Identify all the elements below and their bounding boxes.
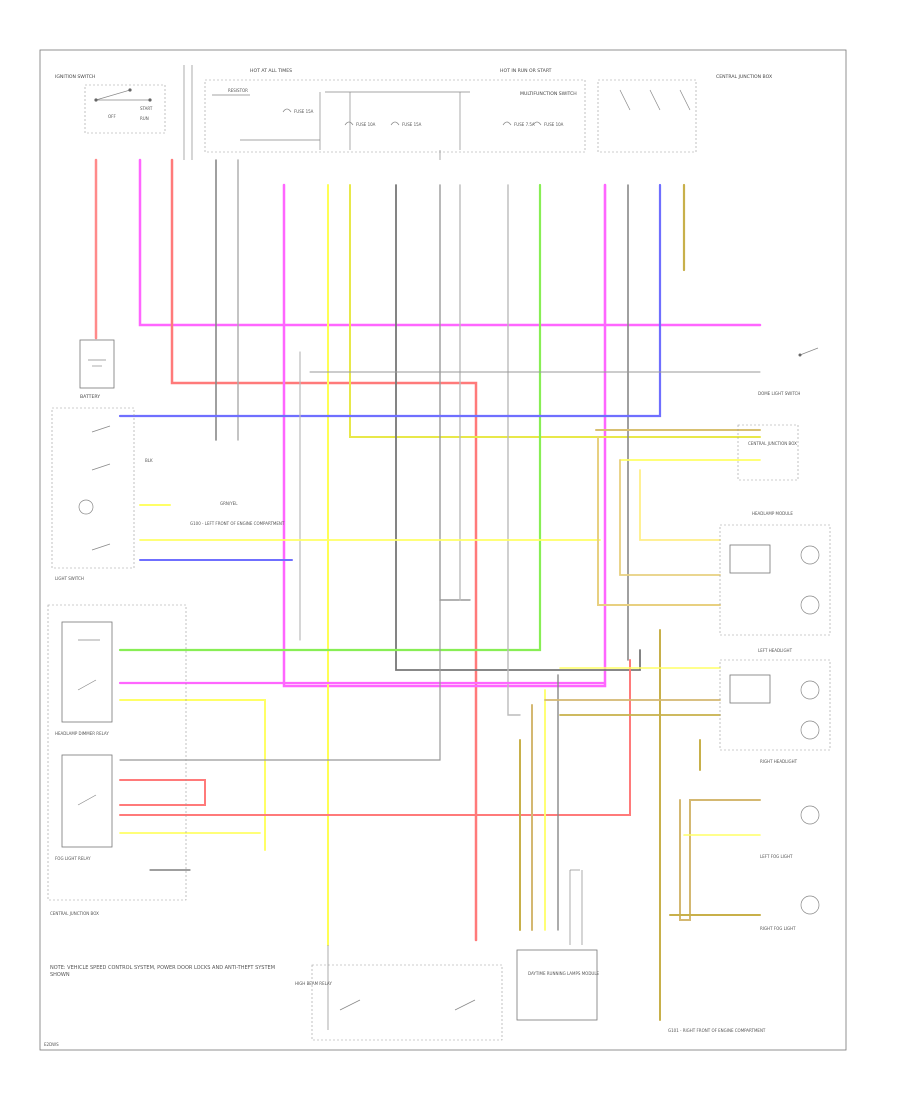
note-text: NOTE: VEHICLE SPEED CONTROL SYSTEM, POWE… — [50, 965, 276, 978]
svg-text:GRN/YEL: GRN/YEL — [220, 501, 238, 506]
wire-pink-2 — [282, 183, 607, 688]
svg-text:FUSE 10A: FUSE 10A — [356, 122, 376, 127]
svg-text:FUSE 10A: FUSE 10A — [544, 122, 564, 127]
wires — [94, 158, 762, 1021]
svg-text:HOT IN RUN OR START: HOT IN RUN OR START — [500, 68, 552, 74]
svg-text:HIGH BEAM RELAY: HIGH BEAM RELAY — [295, 981, 332, 986]
central-junction-right: CENTRAL JUNCTION BOX — [737, 424, 799, 481]
battery: BATTERY — [79, 339, 115, 400]
svg-text:G101 - RIGHT FRONT OF ENGINE C: G101 - RIGHT FRONT OF ENGINE COMPARTMENT — [668, 1028, 766, 1033]
svg-text:FUSE 15A: FUSE 15A — [402, 122, 422, 127]
central-junction-top: MULTIFUNCTION SWITCH CENTRAL JUNCTION BO… — [520, 74, 772, 153]
left-headlight-module: HEADLAMP MODULE — [719, 511, 831, 636]
headlamp-switch-module: LIGHT SWITCH BLK GRN/YEL G100 - LEFT FRO… — [51, 407, 285, 581]
svg-text:RUN: RUN — [140, 116, 149, 121]
fuse-top-3: FUSE 15A — [390, 121, 422, 127]
svg-text:G100 - LEFT FRONT OF ENGINE CO: G100 - LEFT FRONT OF ENGINE COMPARTMENT — [190, 521, 285, 526]
fuse-top-2: FUSE 10A — [344, 121, 376, 127]
corner-tag: E2DWS — [44, 1042, 59, 1047]
ground-note-bottom: G101 - RIGHT FRONT OF ENGINE COMPARTMENT — [668, 1028, 766, 1033]
note-block: NOTE: VEHICLE SPEED CONTROL SYSTEM, POWE… — [50, 965, 276, 978]
svg-text:FOG LIGHT RELAY: FOG LIGHT RELAY — [55, 856, 91, 861]
wire-blue — [118, 183, 662, 418]
svg-text:OFF: OFF — [108, 114, 116, 119]
fog-lights: LEFT FOG LIGHT RIGHT FOG LIGHT — [760, 805, 820, 931]
top-fuse-panel: HOT AT ALL TIMES HOT IN RUN OR START RES… — [204, 68, 586, 160]
svg-text:BLK: BLK — [145, 458, 153, 463]
svg-text:HEADLAMP MODULE: HEADLAMP MODULE — [752, 511, 793, 516]
svg-text:RESISTOR: RESISTOR — [228, 88, 248, 93]
dome-light-switch: DOME LIGHT SWITCH — [758, 347, 819, 396]
svg-text:BATTERY: BATTERY — [80, 394, 100, 400]
fuse-top-5: FUSE 10A — [532, 121, 564, 127]
high-beam-relay: HIGH BEAM RELAY — [295, 945, 503, 1041]
svg-text:FUSE 15A: FUSE 15A — [294, 109, 314, 114]
svg-text:DOME LIGHT SWITCH: DOME LIGHT SWITCH — [758, 391, 800, 396]
svg-text:START: START — [140, 106, 153, 111]
wire-yellow-2 — [349, 184, 761, 438]
svg-text:LEFT HEADLIGHT: LEFT HEADLIGHT — [758, 648, 793, 653]
svg-text:CENTRAL JUNCTION BOX: CENTRAL JUNCTION BOX — [716, 74, 772, 80]
wire-green — [118, 183, 542, 652]
svg-text:DAYTIME RUNNING LAMPS MODULE: DAYTIME RUNNING LAMPS MODULE — [528, 971, 600, 976]
svg-text:LEFT FOG LIGHT: LEFT FOG LIGHT — [760, 854, 793, 859]
svg-text:HOT AT ALL TIMES: HOT AT ALL TIMES — [250, 68, 292, 74]
svg-text:HEADLAMP DIMMER RELAY: HEADLAMP DIMMER RELAY — [55, 731, 109, 736]
svg-text:MULTIFUNCTION SWITCH: MULTIFUNCTION SWITCH — [520, 91, 577, 97]
diagram-frame — [39, 49, 847, 1051]
fuse-top-4: FUSE 7.5A — [502, 121, 535, 127]
wire-pink-main — [138, 158, 762, 327]
fog-dimmer-relays: HEADLAMP DIMMER RELAY FOG LIGHT RELAY CE… — [47, 604, 187, 916]
svg-text:CENTRAL JUNCTION BOX: CENTRAL JUNCTION BOX — [50, 911, 99, 916]
svg-text:FUSE 7.5A: FUSE 7.5A — [514, 122, 535, 127]
ignition-switch: IGNITION SWITCH OFF START RUN — [55, 65, 193, 160]
svg-text:RIGHT HEADLIGHT: RIGHT HEADLIGHT — [760, 759, 798, 764]
fuse-top-1: FUSE 15A — [282, 108, 314, 114]
drl-module: DAYTIME RUNNING LAMPS MODULE — [516, 869, 600, 1021]
svg-text:LIGHT SWITCH: LIGHT SWITCH — [55, 576, 84, 581]
wire-red-lower — [170, 158, 478, 942]
left-headlight: LEFT HEADLIGHT RIGHT HEADLIGHT — [719, 648, 831, 764]
svg-text:IGNITION SWITCH: IGNITION SWITCH — [55, 74, 95, 80]
svg-text:CENTRAL JUNCTION BOX: CENTRAL JUNCTION BOX — [748, 441, 797, 446]
svg-text:RIGHT FOG LIGHT: RIGHT FOG LIGHT — [760, 926, 796, 931]
